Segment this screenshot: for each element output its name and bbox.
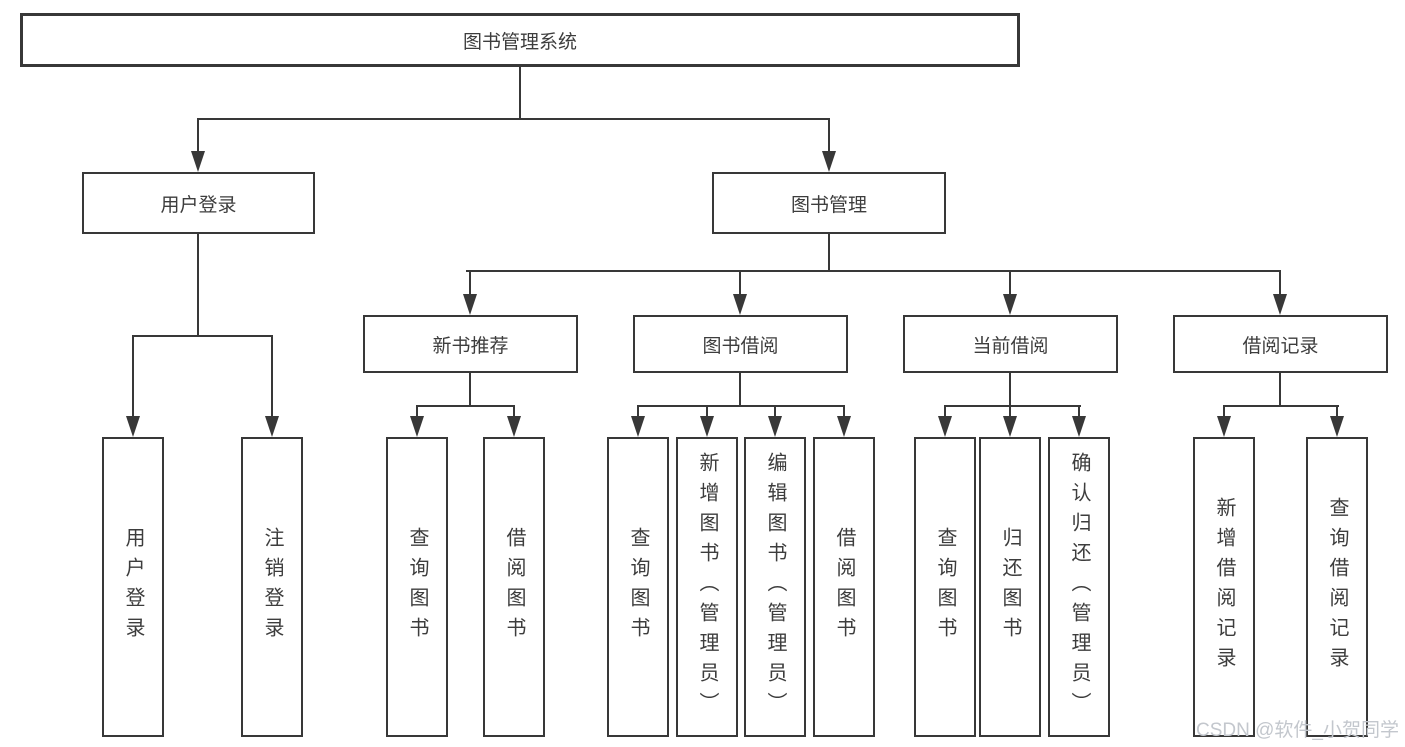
- leaf-return-book: 归还图书: [979, 437, 1041, 737]
- leaf-borrow-books-recommend: 借阅图书: [483, 437, 545, 737]
- connector-line: [466, 270, 1281, 272]
- node-label: 查询图书: [934, 527, 956, 647]
- node-label: 图书借阅: [702, 335, 779, 357]
- connector-line: [1223, 405, 1339, 407]
- node-user-login: 用户登录: [82, 172, 315, 234]
- connector-line: [132, 335, 134, 419]
- connector-line: [197, 118, 830, 120]
- node-label: 归还图书: [999, 527, 1021, 647]
- node-label: 查询借阅记录: [1326, 497, 1348, 677]
- connector-line: [132, 335, 273, 337]
- arrowhead-icon: [463, 294, 477, 315]
- arrowhead-icon: [1330, 416, 1344, 437]
- arrowhead-icon: [700, 416, 714, 437]
- arrowhead-icon: [822, 151, 836, 172]
- connector-line: [513, 405, 515, 418]
- node-label: 确认归还（管理员）: [1068, 452, 1090, 722]
- node-label: 图书管理: [790, 194, 867, 216]
- leaf-add-borrow-record: 新增借阅记录: [1193, 437, 1255, 737]
- node-label: 查询图书: [406, 527, 428, 647]
- connector-line: [637, 405, 845, 407]
- connector-line: [416, 405, 418, 418]
- connector-line: [944, 405, 946, 418]
- connector-line: [828, 234, 830, 272]
- connector-line: [1009, 270, 1011, 296]
- connector-line: [1078, 405, 1080, 418]
- node-book-management: 图书管理: [712, 172, 946, 234]
- connector-line: [1279, 270, 1281, 296]
- connector-line: [197, 234, 199, 337]
- node-book-borrow: 图书借阅: [633, 315, 848, 373]
- connector-line: [416, 405, 515, 407]
- connector-line: [706, 405, 708, 418]
- connector-line: [271, 335, 273, 419]
- connector-line: [469, 270, 471, 296]
- connector-line: [739, 372, 741, 407]
- node-label: 用户登录: [122, 527, 144, 647]
- leaf-query-borrow-record: 查询借阅记录: [1306, 437, 1368, 737]
- node-label: 当前借阅: [972, 335, 1049, 357]
- leaf-edit-book-admin: 编辑图书（管理员）: [744, 437, 806, 737]
- connector-line: [1223, 405, 1225, 418]
- node-label: 新增借阅记录: [1213, 497, 1235, 677]
- arrowhead-icon: [265, 416, 279, 437]
- node-label: 新增图书（管理员）: [696, 452, 718, 722]
- connector-line: [1279, 372, 1281, 407]
- connector-line: [519, 66, 521, 119]
- arrowhead-icon: [837, 416, 851, 437]
- node-label: 借阅图书: [833, 527, 855, 647]
- arrowhead-icon: [938, 416, 952, 437]
- node-label: 新书推荐: [432, 335, 509, 357]
- connector-line: [739, 270, 741, 296]
- arrowhead-icon: [1003, 416, 1017, 437]
- node-library-system: 图书管理系统: [20, 13, 1020, 67]
- leaf-user-login: 用户登录: [102, 437, 164, 737]
- leaf-query-books-recommend: 查询图书: [386, 437, 448, 737]
- connector-line: [469, 372, 471, 407]
- arrowhead-icon: [733, 294, 747, 315]
- arrowhead-icon: [507, 416, 521, 437]
- arrowhead-icon: [768, 416, 782, 437]
- node-borrow-records: 借阅记录: [1173, 315, 1388, 373]
- arrowhead-icon: [1217, 416, 1231, 437]
- leaf-add-book-admin: 新增图书（管理员）: [676, 437, 738, 737]
- connector-line: [1336, 405, 1338, 418]
- node-label: 注销登录: [261, 527, 283, 647]
- connector-line: [843, 405, 845, 418]
- connector-line: [197, 118, 199, 154]
- leaf-borrow-books: 借阅图书: [813, 437, 875, 737]
- node-label: 查询图书: [627, 527, 649, 647]
- connector-line: [944, 405, 1081, 407]
- arrowhead-icon: [1003, 294, 1017, 315]
- connector-line: [637, 405, 639, 418]
- csdn-watermark: CSDN @软件_小贺同学: [1196, 720, 1399, 741]
- leaf-confirm-return-admin: 确认归还（管理员）: [1048, 437, 1110, 737]
- node-current-borrow: 当前借阅: [903, 315, 1118, 373]
- node-label: 借阅记录: [1242, 335, 1319, 357]
- node-label: 用户登录: [160, 194, 237, 216]
- arrowhead-icon: [126, 416, 140, 437]
- node-label: 图书管理系统: [462, 31, 577, 53]
- arrowhead-icon: [191, 151, 205, 172]
- leaf-logout: 注销登录: [241, 437, 303, 737]
- leaf-query-books-current: 查询图书: [914, 437, 976, 737]
- connector-line: [828, 118, 830, 154]
- arrowhead-icon: [1273, 294, 1287, 315]
- node-label: 借阅图书: [503, 527, 525, 647]
- node-label: 编辑图书（管理员）: [764, 452, 786, 722]
- connector-line: [1009, 372, 1011, 407]
- node-new-book-recommend: 新书推荐: [363, 315, 578, 373]
- arrowhead-icon: [410, 416, 424, 437]
- leaf-query-books-borrow: 查询图书: [607, 437, 669, 737]
- connector-line: [774, 405, 776, 418]
- arrowhead-icon: [1072, 416, 1086, 437]
- connector-line: [1009, 405, 1011, 418]
- arrowhead-icon: [631, 416, 645, 437]
